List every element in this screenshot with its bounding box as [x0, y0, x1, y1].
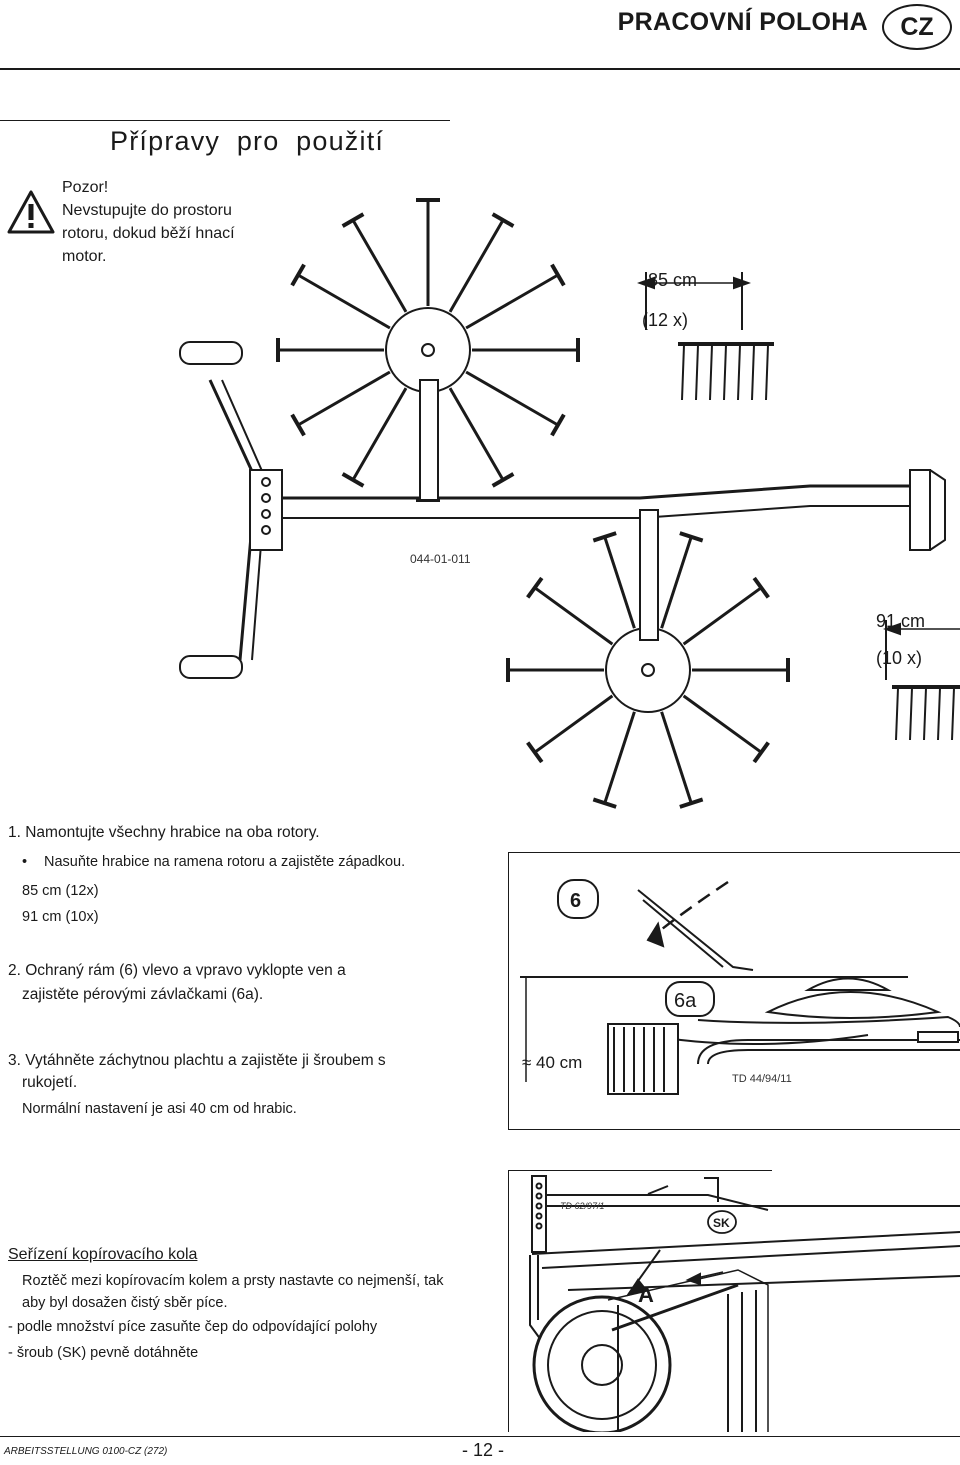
distance-label: ≈ 40 cm [522, 1053, 582, 1072]
warning-line: Nevstupujte do prostoru [62, 202, 232, 219]
rotor-arm [351, 219, 408, 313]
gauge-wheel-diagram: TD 62/97/1 SK A [508, 1170, 960, 1432]
step-2-line-1: 2. Ochraný rám (6) vlevo a vpravo vyklop… [8, 962, 346, 979]
warning-line: motor. [62, 248, 107, 265]
tine-bar [491, 472, 515, 488]
tine-bar [491, 212, 515, 228]
step-1-size-a: 85 cm (12x) [22, 883, 99, 899]
rotor-arm [297, 370, 391, 427]
step-1: 1. Namontujte všechny hrabice na oba rot… [8, 824, 320, 841]
diagram-code: TD 44/94/11 [732, 1073, 792, 1085]
tine-bar [592, 531, 617, 543]
tine-bar [592, 797, 617, 809]
warning-line: Pozor! [62, 179, 109, 196]
rotor-arm [682, 694, 763, 754]
rotor-arm [603, 536, 636, 629]
header-divider [0, 68, 960, 70]
language-badge: CZ [882, 4, 952, 50]
rotor-arm [660, 711, 693, 804]
rotor-arm [465, 370, 559, 427]
diagram-code: 044-01-011 [410, 552, 471, 566]
lower-tine-label-1: 91 cm [876, 611, 925, 631]
warning-triangle-icon [7, 190, 55, 234]
warning-text: Pozor! Nevstupujte do prostoru rotoru, d… [62, 176, 282, 268]
label-6a: 6a [674, 990, 697, 1012]
tine-bar [341, 472, 365, 488]
rotor-arm [448, 387, 505, 481]
rotor-arm [465, 273, 559, 330]
rotor-arm [660, 536, 693, 629]
protective-frame-diagram: 6 6a ≈ 40 cm TD 44/94/11 [508, 852, 960, 1130]
wheel-para-line-2: aby byl dosažen čistý sběr píce. [22, 1295, 228, 1311]
diagram-code: TD 62/97/1 [560, 1201, 605, 1211]
rotor-arm [603, 711, 636, 804]
tine-bar [752, 741, 770, 764]
label-sk: SK [713, 1216, 730, 1230]
section-divider [0, 120, 450, 121]
page-header-title: PRACOVNÍ POLOHA [617, 8, 868, 36]
lower-tine-label-2: (10 x) [876, 648, 922, 668]
tine-bar [679, 797, 704, 809]
rotor-rake-diagram: 85 cm (12 x) 91 cm (10 x) 044-01-011 [179, 198, 960, 809]
step-1-bullet-marker: • [22, 854, 28, 870]
tine-bar [550, 413, 566, 437]
tine-bar [526, 741, 544, 764]
tine-bar [341, 212, 365, 228]
step-3-line-2: rukojetí. [22, 1074, 78, 1091]
tine-bar [550, 263, 566, 287]
footer-divider [0, 1436, 960, 1437]
step-1-bullet: Nasuňte hrabice na ramena rotoru a zajis… [44, 854, 406, 870]
upper-tine-label-1: 85 cm [648, 270, 697, 290]
tine-bar [290, 263, 306, 287]
rotor-arm [448, 219, 505, 313]
step-1-size-b: 91 cm (10x) [22, 909, 99, 925]
tine-bar [679, 531, 704, 543]
tine-bar [290, 413, 306, 437]
rotor-arm [533, 586, 614, 646]
step-3-line-1: 3. Vytáhněte záchytnou plachtu a zajistě… [8, 1052, 386, 1069]
section-title: Přípravy pro použití [110, 126, 385, 156]
page-number: - 12 - [462, 1440, 505, 1460]
wheel-item-2: - šroub (SK) pevně dotáhněte [8, 1345, 199, 1361]
footer-document-code: ARBEITSSTELLUNG 0100-CZ (272) [4, 1446, 168, 1457]
upper-tine-label-2: (12 x) [642, 310, 688, 330]
tine-bar [526, 576, 544, 599]
rotor-arm [297, 273, 391, 330]
wheel-item-1: - podle množství píce zasuňte čep do odp… [8, 1319, 378, 1335]
rotor-arm [682, 586, 763, 646]
label-6: 6 [570, 890, 581, 912]
warning-line: rotoru, dokud běží hnací [62, 225, 235, 242]
tine-bar [752, 576, 770, 599]
step-3-note: Normální nastavení je asi 40 cm od hrabi… [22, 1101, 297, 1117]
rotor-arm [533, 694, 614, 754]
rotor-arm [351, 387, 408, 481]
wheel-section-title: Seřízení kopírovacího kola [8, 1246, 198, 1263]
label-a: A [638, 1282, 654, 1307]
wheel-para-line-1: Roztěč mezi kopírovacím kolem a prsty na… [22, 1273, 444, 1289]
step-2-line-2: zajistěte pérovými závlačkami (6a). [22, 986, 264, 1003]
